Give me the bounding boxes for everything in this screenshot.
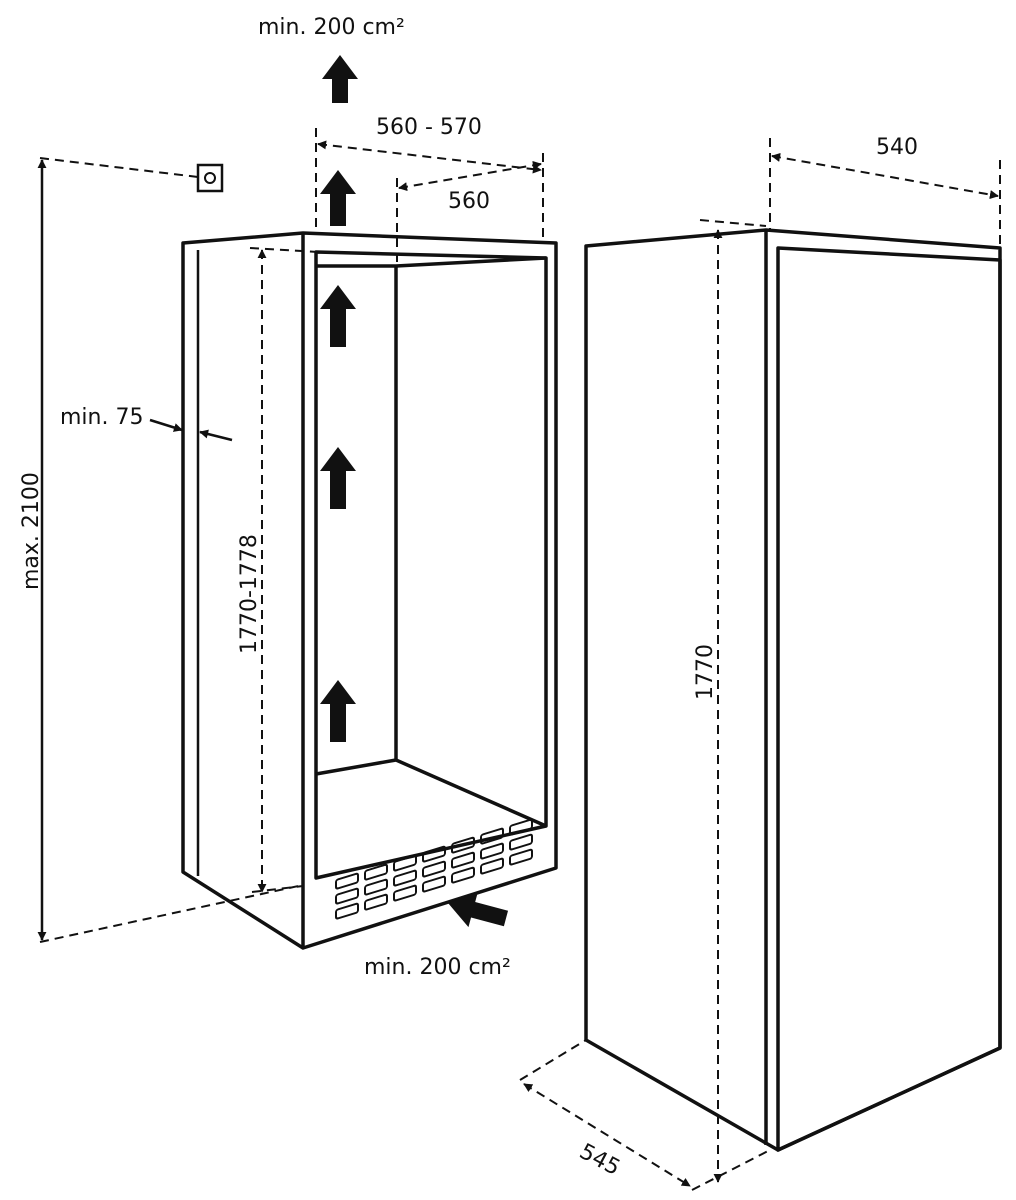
vent-slot: [364, 878, 388, 896]
dim-appliance-depth: [523, 1083, 691, 1187]
labels: min. 200 cm² 560 - 570 560 min. 75 max. …: [19, 15, 918, 1181]
vent-slot: [335, 872, 359, 890]
dim-appliance-width: [771, 152, 999, 200]
label-niche-width-outer: 560 - 570: [376, 115, 482, 140]
vent-slot: [422, 860, 446, 878]
vent-slot: [393, 884, 417, 902]
label-appliance-depth: 545: [575, 1139, 624, 1181]
dim-niche-width-inner: [398, 160, 542, 192]
vent-slot: [422, 845, 446, 863]
ventilation-grille: [335, 818, 533, 920]
extension-line: [519, 1039, 587, 1081]
vent-slot: [509, 833, 533, 851]
vent-slot: [480, 842, 504, 860]
extension-line: [39, 157, 199, 178]
vent-slot: [451, 836, 475, 854]
label-vent-top: min. 200 cm²: [258, 15, 405, 40]
extension-line: [39, 884, 304, 943]
label-total-height: max. 2100: [19, 472, 44, 590]
vent-slot: [480, 827, 504, 845]
appliance-door: [776, 246, 1002, 1152]
arrow-left-icon: [448, 892, 509, 928]
vent-slot: [364, 863, 388, 881]
dimension-lines-appliance: [519, 138, 1001, 1191]
extension-line: [699, 219, 767, 227]
niche-ceiling: [316, 256, 547, 268]
label-vent-bottom: min. 200 cm²: [364, 955, 511, 980]
arrow-up-icon: [320, 680, 356, 742]
dim-wall-gap-right: [199, 429, 233, 442]
label-niche-width-inner: 560: [448, 189, 490, 214]
arrow-up-icon: [320, 447, 356, 509]
label-niche-height: 1770-1778: [237, 534, 262, 654]
cabinet-niche: [181, 231, 558, 950]
vent-slot: [451, 851, 475, 869]
vent-slot: [509, 848, 533, 866]
appliance-top-edge: [765, 228, 1001, 250]
vent-slot: [480, 857, 504, 875]
vent-slot: [393, 869, 417, 887]
label-appliance-height: 1770: [693, 644, 718, 700]
arrow-up-icon: [322, 55, 358, 103]
appliance-outline: [584, 228, 1002, 1152]
vent-slot: [451, 866, 475, 884]
extension-line: [249, 247, 319, 253]
vent-slot: [335, 887, 359, 905]
vent-slot: [393, 854, 417, 872]
extension-line: [691, 1149, 771, 1191]
niche-opening: [314, 250, 548, 880]
dim-niche-width-outer: [317, 140, 542, 174]
airflow-arrows: [320, 55, 509, 928]
vent-slot: [335, 902, 359, 920]
vent-slot: [422, 875, 446, 893]
appliance: [584, 228, 1002, 1152]
dim-wall-gap-left: [149, 418, 183, 432]
vent-slot: [509, 818, 533, 836]
arrow-up-icon: [320, 285, 356, 347]
label-appliance-width: 540: [876, 135, 918, 160]
arrow-up-icon: [320, 170, 356, 226]
niche-floor: [315, 758, 547, 828]
vent-slot: [364, 893, 388, 911]
power-socket-icon: [196, 163, 224, 193]
dimension-lines-cabinet: [37, 128, 544, 943]
label-wall-gap: min. 75: [60, 405, 143, 430]
